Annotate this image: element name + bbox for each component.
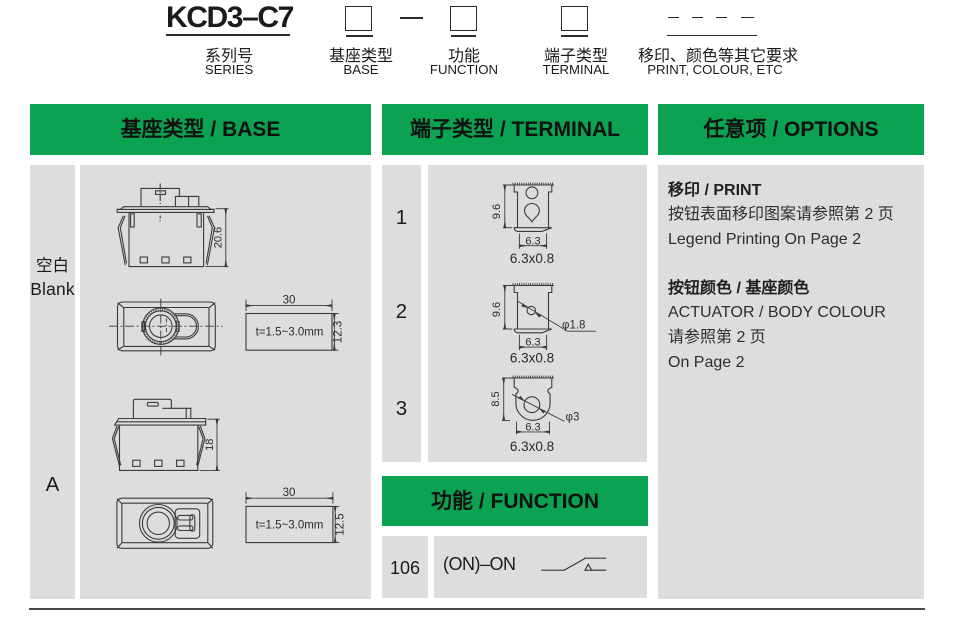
svg-text:6.3: 6.3 — [525, 337, 540, 349]
svg-text:t=1.5~3.0mm: t=1.5~3.0mm — [256, 327, 324, 339]
svg-text:30: 30 — [283, 295, 296, 307]
svg-text:t=1.5~3.0mm: t=1.5~3.0mm — [256, 520, 324, 532]
svg-text:6.3x0.8: 6.3x0.8 — [510, 251, 554, 266]
svg-text:6.3x0.8: 6.3x0.8 — [510, 439, 554, 454]
svg-text:9.6: 9.6 — [491, 204, 503, 219]
svg-text:φ1.8: φ1.8 — [562, 320, 585, 332]
svg-text:18: 18 — [204, 439, 216, 451]
svg-text:20.6: 20.6 — [213, 227, 225, 248]
svg-text:6.3: 6.3 — [525, 235, 540, 247]
svg-text:φ3: φ3 — [566, 412, 580, 424]
svg-text:12.5: 12.5 — [335, 513, 347, 535]
svg-text:6.3x0.8: 6.3x0.8 — [510, 351, 554, 366]
svg-text:30: 30 — [283, 487, 296, 499]
svg-text:6.3: 6.3 — [525, 422, 540, 434]
svg-text:9.6: 9.6 — [491, 302, 503, 317]
svg-text:12.3: 12.3 — [333, 321, 345, 343]
svg-text:8.5: 8.5 — [490, 391, 502, 406]
